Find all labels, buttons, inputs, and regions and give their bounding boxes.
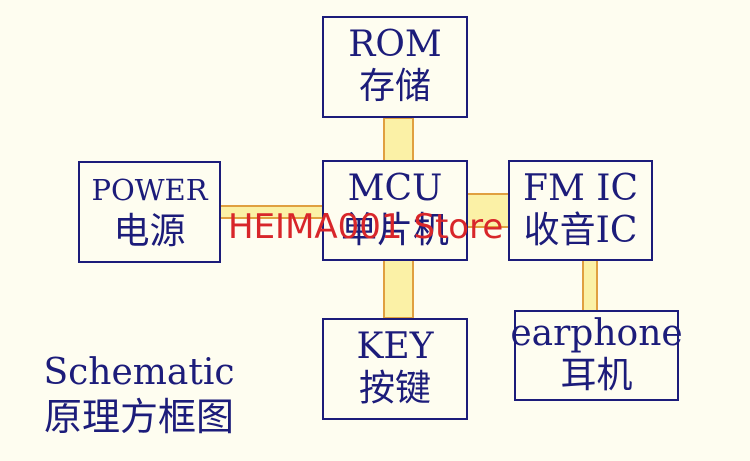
connector-mcu-fmic [465, 193, 510, 228]
key-block: KEY 按键 [322, 318, 468, 420]
power-label: POWER [91, 173, 208, 207]
mcu-label-zh: 单片机 [340, 209, 449, 251]
fmic-label-zh: 收音IC [523, 209, 638, 251]
store-watermark: HEIMA001 Store [228, 207, 504, 247]
caption-zh: 原理方框图 [43, 395, 234, 439]
connector-mcu-key [383, 259, 414, 319]
earphone-label-zh: 耳机 [560, 354, 633, 396]
diagram-caption: Schematic 原理方框图 [28, 352, 250, 440]
caption-en: Schematic [43, 352, 235, 393]
key-label-zh: 按键 [358, 368, 431, 409]
connector-fmic-earphone [582, 259, 598, 312]
rom-block: ROM 存储 [322, 16, 468, 118]
power-label-zh: 电源 [113, 211, 186, 252]
rom-label: ROM [348, 24, 442, 65]
rom-label-zh: 存储 [358, 66, 431, 107]
mcu-block: MCU 单片机 [322, 160, 468, 261]
earphone-label: earphone [510, 312, 683, 354]
key-label: KEY [356, 326, 434, 367]
fmic-label: FM IC [522, 167, 639, 209]
earphone-block: earphone 耳机 [510, 310, 683, 401]
connector-rom-mcu [383, 117, 414, 162]
power-block: POWER 电源 [78, 161, 221, 263]
mcu-label: MCU [347, 167, 443, 209]
fmic-block: FM IC 收音IC [508, 160, 653, 261]
